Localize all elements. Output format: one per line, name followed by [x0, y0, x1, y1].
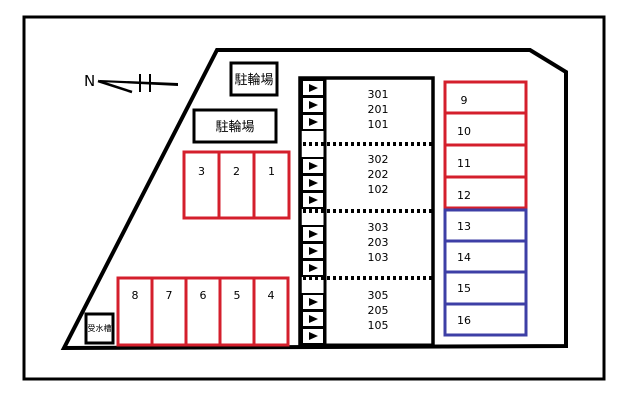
stair-icon — [301, 259, 325, 277]
parking-space: 2 — [217, 150, 256, 220]
stair-icon — [301, 174, 325, 192]
parking-number: 2 — [233, 165, 240, 178]
parking-space: 10 — [443, 111, 528, 147]
unit-number: 203 — [368, 236, 389, 249]
stair-icon — [301, 96, 325, 114]
stair-icon — [301, 293, 325, 311]
parking-number: 3 — [198, 165, 205, 178]
stair-icon — [301, 79, 325, 97]
parking-space: 8 — [116, 276, 154, 347]
stair-icon — [301, 327, 325, 345]
bike-parking-1: 駐輪場 — [229, 61, 279, 97]
site-boundary — [60, 48, 568, 351]
parking-number: 11 — [457, 157, 471, 170]
bike-parking-2: 駐輪場 — [192, 108, 278, 144]
parking-space: 14 — [443, 239, 528, 274]
parking-number: 9 — [461, 94, 468, 107]
unit-number: 103 — [368, 251, 389, 264]
parking-space: 4 — [252, 276, 290, 347]
parking-space: 3 — [182, 150, 221, 220]
parking-space: 1 — [252, 150, 291, 220]
unit-number: 105 — [368, 319, 389, 332]
stair-icon — [301, 225, 325, 243]
parking-space: 13 — [443, 208, 528, 243]
unit-number: 102 — [368, 183, 389, 196]
parking-number: 10 — [457, 125, 471, 138]
unit-number: 301 — [368, 88, 389, 101]
stair-icon — [301, 310, 325, 328]
parking-number: 16 — [457, 314, 471, 327]
unit-number: 303 — [368, 221, 389, 234]
parking-space: 12 — [443, 175, 528, 210]
stair-icon — [301, 242, 325, 260]
parking-number: 7 — [166, 289, 173, 302]
unit-number: 201 — [368, 103, 389, 116]
unit-number: 202 — [368, 168, 389, 181]
stair-icon — [301, 191, 325, 209]
bike-parking-label: 駐輪場 — [234, 72, 273, 88]
parking-space: 16 — [443, 302, 528, 337]
parking-number: 1 — [268, 165, 275, 178]
parking-number: 8 — [132, 289, 139, 302]
parking-space: 6 — [184, 276, 222, 347]
north-label: N — [84, 72, 95, 90]
north-arrow: N — [84, 72, 178, 94]
parking-number: 5 — [234, 289, 241, 302]
parking-number: 13 — [457, 220, 471, 233]
water-tank: 受水槽 — [84, 312, 115, 345]
parking-space: 11 — [443, 143, 528, 179]
parking-number: 6 — [200, 289, 207, 302]
parking-right-group: 9 10 11 12 13 14 15 16 — [443, 80, 528, 337]
bike-parking-label: 駐輪場 — [215, 119, 254, 135]
water-tank-label: 受水槽 — [88, 323, 112, 333]
parking-space: 5 — [218, 276, 256, 347]
unit-number: 302 — [368, 153, 389, 166]
parking-lower-group: 8 7 6 5 4 — [116, 276, 290, 347]
parking-space: 9 — [443, 80, 528, 115]
parking-number: 4 — [268, 289, 275, 302]
unit-number: 305 — [368, 289, 389, 302]
parking-number: 15 — [457, 282, 471, 295]
parking-space: 15 — [443, 270, 528, 306]
stair-icon — [301, 113, 325, 131]
unit-number: 101 — [368, 118, 389, 131]
outer-frame — [22, 15, 606, 381]
parking-number: 12 — [457, 189, 471, 202]
parking-number: 14 — [457, 251, 471, 264]
building: 301 201 101 302 202 102 303 203 103 305 205 105 — [298, 76, 435, 349]
stair-icon — [301, 157, 325, 175]
parking-upper-group: 3 2 1 — [182, 150, 291, 220]
unit-number: 205 — [368, 304, 389, 317]
parking-space: 7 — [150, 276, 188, 347]
